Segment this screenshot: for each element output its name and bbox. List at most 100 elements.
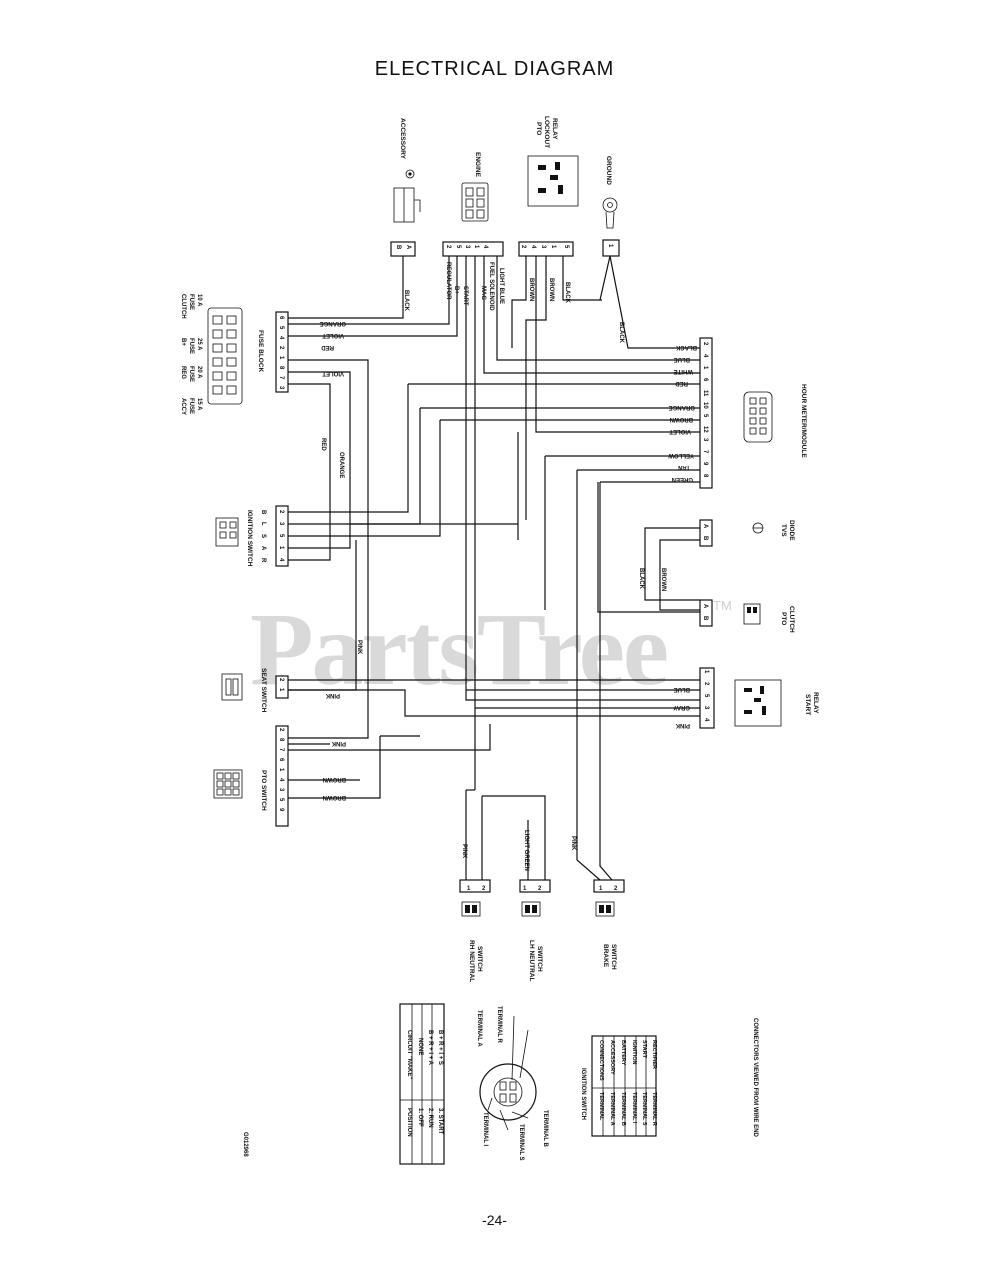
fuse-accy-line2: FUSE (188, 398, 194, 414)
engine-label: ENGINE (474, 152, 481, 178)
wire-brown-hm: BROWN (670, 416, 693, 422)
pin-ignition_nums-4: 4 (278, 558, 284, 562)
pin-ignition-3: A (260, 546, 266, 551)
ign-row-3-make: B + R + I + S (437, 1030, 443, 1065)
pin-pto_switch-5: 4 (278, 778, 284, 782)
pin-two-pin-2: 2 (482, 886, 486, 892)
ign-row-3-pos: 3. START (437, 1108, 443, 1135)
wire-brown-pto-1: BROWN (323, 776, 346, 782)
wire-red-vert: RED (320, 438, 326, 451)
conn-row-3-term: TERMINAL I (631, 1092, 637, 1124)
pin-relay-3: 1 (550, 245, 556, 249)
pin-fuse_block-2: 4 (278, 336, 284, 340)
conn-row-4-conn: START (641, 1040, 647, 1059)
pin-start_relay-3: 3 (703, 706, 709, 710)
wire-tan-hm: TAN (678, 464, 690, 470)
fuse-bplus-line3: 25 A (196, 338, 202, 351)
ign-row-2-make: B + R + I + A (427, 1030, 433, 1066)
fuse-reg-line2: FUSE (188, 366, 194, 382)
pin-hour_meter-4: 11 (702, 390, 708, 397)
relay-label-3: RELAY (551, 118, 558, 140)
pin-ignition_nums-2: 5 (278, 534, 284, 538)
pin-hour_meter-1: 4 (702, 354, 708, 358)
conn-table-title: IGNITION SWITCH (580, 1068, 586, 1120)
fuse-clutch-line1: CLUTCH (180, 294, 186, 319)
pin-pto_switch-0: 2 (278, 728, 284, 732)
labels: ACCESSORY ENGINE PTO LOCKOUT RELAY GROUN… (180, 116, 819, 1161)
ign-row-2-pos: 2. RUN (427, 1108, 433, 1128)
fuse-clutch-line2: FUSE (188, 294, 194, 310)
fuse-block-icon (207, 307, 243, 405)
ign-row-1-make: NONE (417, 1038, 423, 1055)
pin-relay-2: 3 (540, 245, 546, 249)
start-relay-label-1: START (804, 694, 811, 715)
pin-start_relay-0: 1 (703, 670, 709, 674)
rh-neutral-label-1: RH NEUTRAL (468, 940, 475, 982)
pin-start_relay-1: 2 (703, 682, 709, 686)
pin-fuse_block-5: 8 (278, 366, 284, 370)
conn-row-4-term: TERMINAL S (641, 1092, 647, 1126)
wire-white-hm: WHITE (674, 368, 693, 374)
pin-relay-4: 5 (563, 245, 569, 249)
connectors-note: CONNECTORS VIEWED FROM WIRE END (752, 1018, 758, 1138)
wire-blue-sr: BLUE (674, 686, 690, 692)
pin-start_relay-2: 5 (703, 694, 709, 698)
conn-row-2-term: TERMINAL B (620, 1092, 626, 1126)
ignition-switch-icon (215, 517, 239, 547)
fuse-clutch-line3: 10 A (196, 294, 202, 307)
tvs-label-1: TVS (780, 524, 787, 537)
pin-hour_meter-7: 12 (702, 426, 708, 433)
wire-orange-hm: ORANGE (669, 404, 695, 410)
wires (288, 255, 708, 881)
pin-engine-2: 3 (464, 245, 470, 249)
wire-yellow-hm: YELLOW (668, 452, 694, 458)
pin-accessory-1: A (405, 245, 411, 250)
key-switch-icon (479, 1015, 537, 1131)
wire-brown-2: BROWN (548, 278, 554, 301)
terminal-b-label: TERMINAL B (542, 1110, 548, 1148)
ignition-connector (275, 505, 289, 567)
pin-ignition-4: R (260, 558, 266, 563)
pin-hour_meter-3: 6 (702, 378, 708, 382)
connectors (275, 239, 715, 893)
conn-row-5-conn: RECTIFIER (651, 1040, 657, 1069)
component-icons (207, 155, 782, 1131)
pin-two-pin-1: 1 (523, 886, 527, 892)
lh-neutral-connector (519, 879, 551, 893)
ground-label: GROUND (605, 156, 612, 185)
wire-gray-sr: GRAY (673, 704, 690, 710)
wire-pink-sr: PINK (675, 722, 690, 728)
pin-tvs-0: A (702, 524, 708, 529)
pin-seat-1: 1 (278, 688, 284, 692)
conn-row-2-conn: BATTERY (620, 1040, 626, 1066)
fuse-reg-line1: REG (180, 366, 186, 379)
pin-pto_clutch-1: B (702, 616, 708, 621)
ign-row-1-pos: 1. OFF (417, 1108, 423, 1127)
pin-pto_switch-2: 7 (278, 748, 284, 752)
pin-hour_meter-11: 8 (702, 474, 708, 478)
wire-orange-vert: ORANGE (338, 452, 344, 478)
pin-ignition_nums-1: 3 (278, 522, 284, 526)
wire-violet-hm: VIOLET (669, 428, 691, 434)
brake-label-1: BRAKE (602, 944, 609, 968)
lh-neutral-label-2: SWITCH (536, 946, 543, 972)
wire-black-relay: BLACK (564, 282, 570, 304)
pin-hour_meter-5: 10 (702, 402, 708, 409)
seat-switch-icon (221, 673, 243, 701)
fuse-block-connector (275, 311, 289, 393)
pin-relay-1: 4 (530, 245, 536, 249)
relay-icon (527, 155, 579, 207)
wire-black-accessory: BLACK (403, 290, 409, 312)
wire-green-hm: GREEN (672, 476, 693, 482)
pin-fuse_block-4: 1 (278, 356, 284, 360)
pin-hour_meter-0: 2 (702, 342, 708, 346)
pin-fuse_block-0: 6 (278, 316, 284, 320)
conn-row-3-conn: IGNITION (631, 1040, 637, 1064)
conn-header-1: TERMINAL (598, 1092, 604, 1121)
pto-switch-icon (213, 769, 243, 799)
figure-code: G012968 (242, 1132, 248, 1157)
wire-bplus: B+ (453, 286, 459, 294)
wire-violet-top: VIOLET (322, 332, 344, 338)
tvs-label-2: DIODE (788, 520, 795, 541)
